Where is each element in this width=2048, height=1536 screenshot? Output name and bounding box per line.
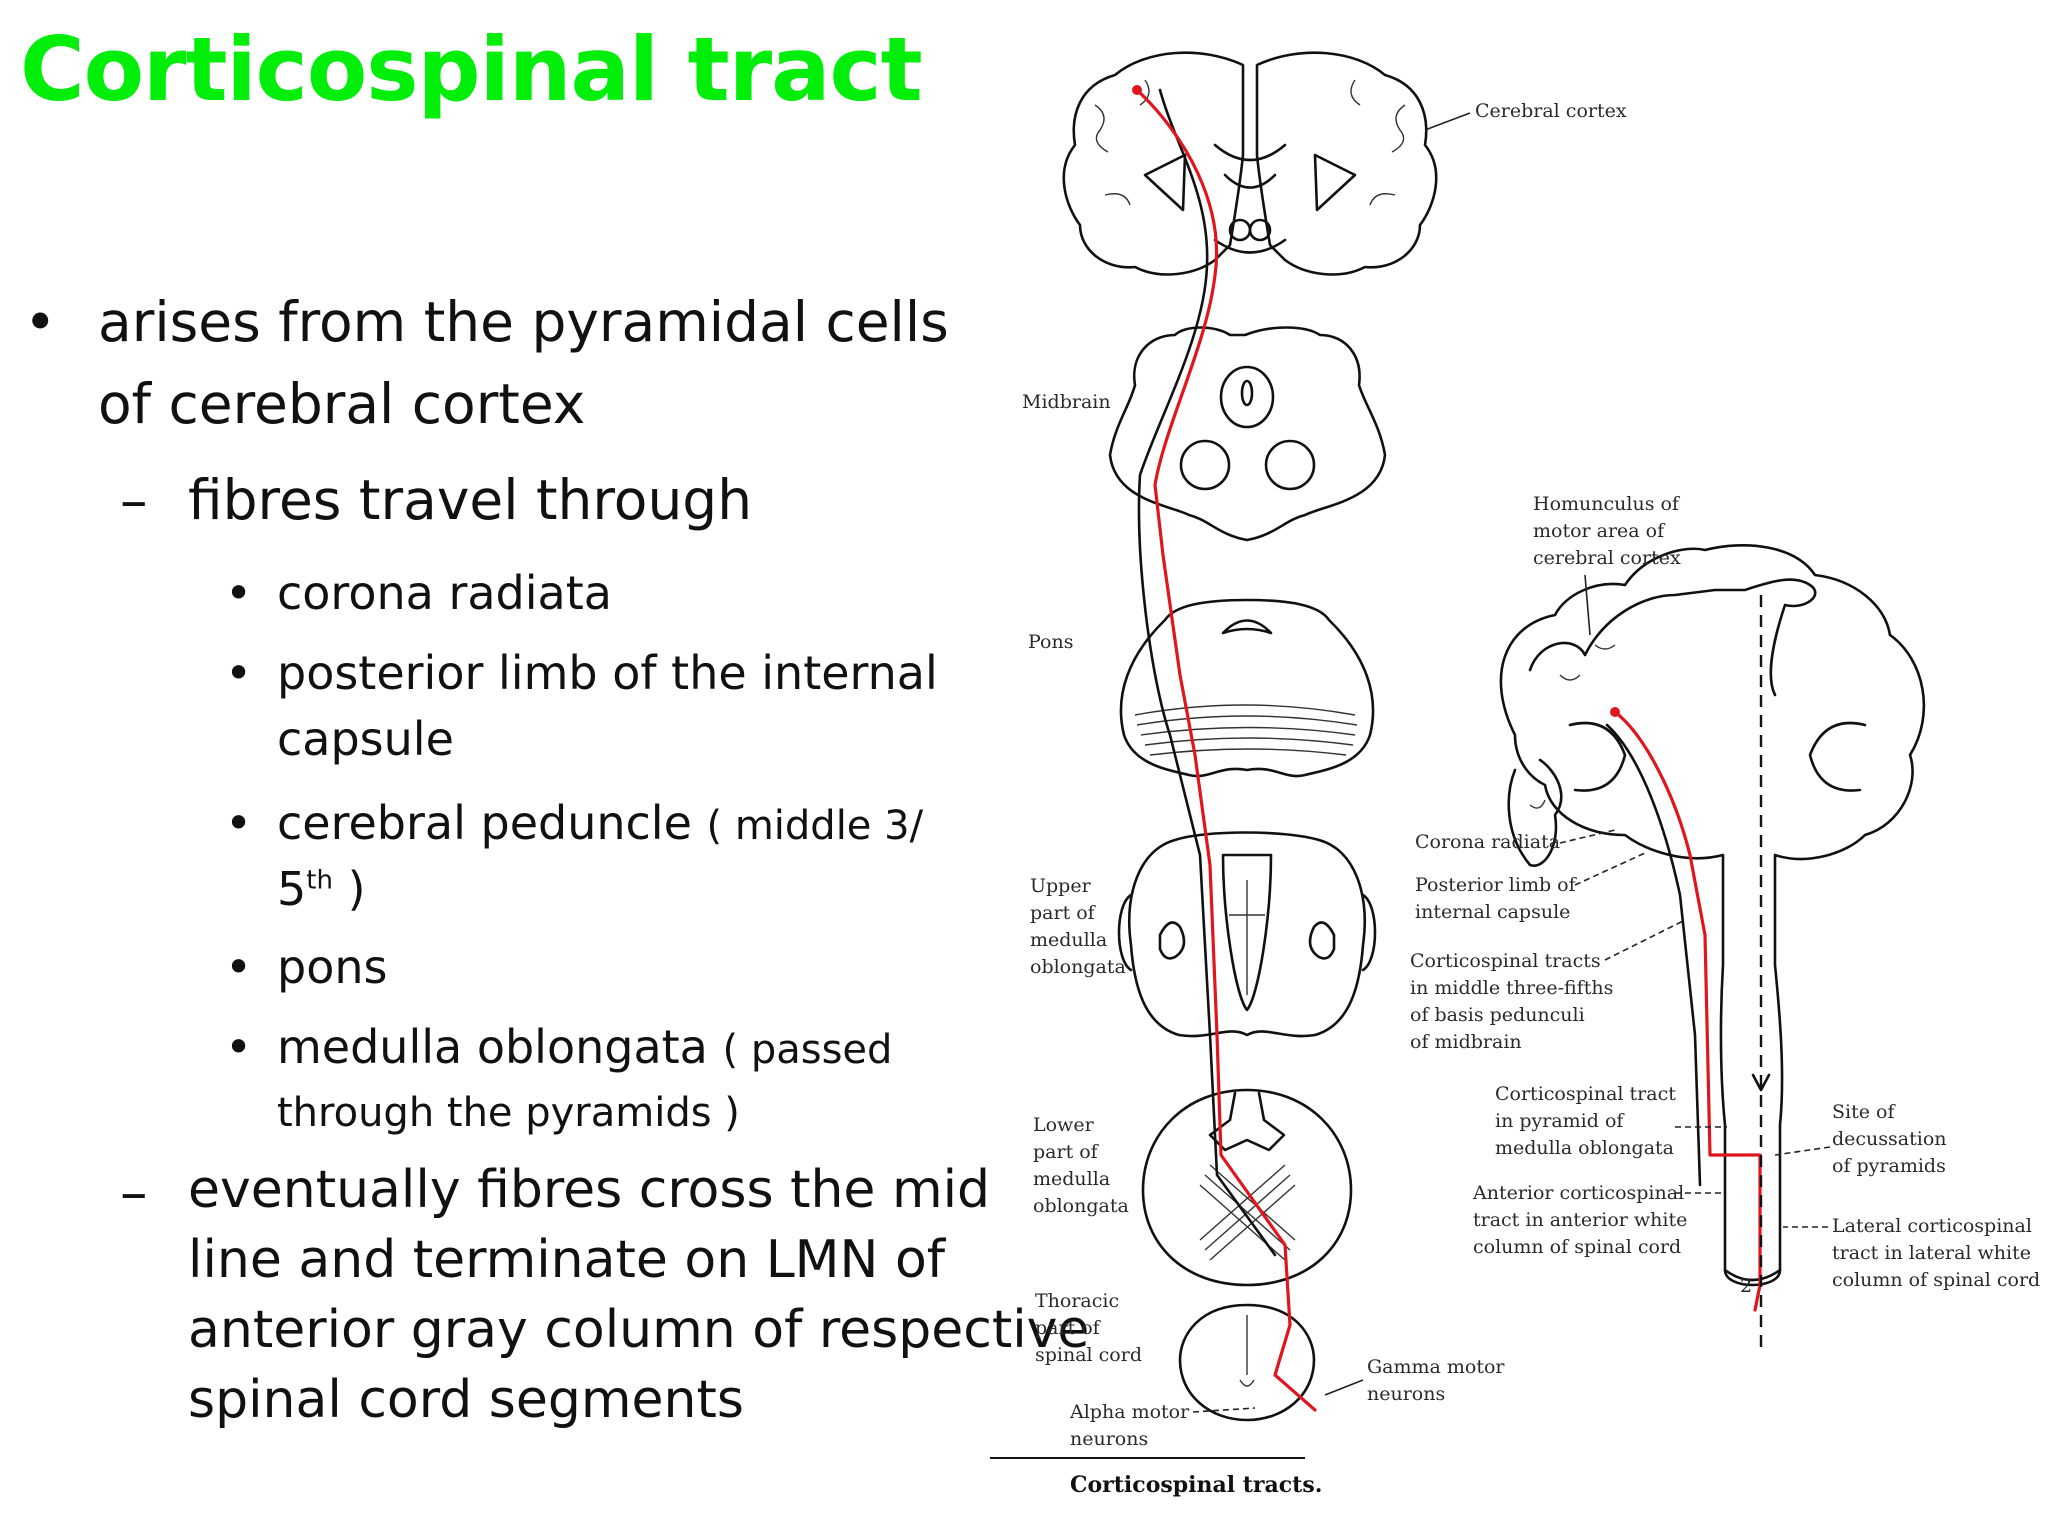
peduncle-main: cerebral peduncle (277, 796, 692, 850)
lower-medulla-section (1141, 1088, 1353, 1287)
bullet-marker: • (225, 646, 253, 700)
pyramidal-cell-dot (1132, 85, 1142, 95)
medulla-main: medulla oblongata (277, 1020, 708, 1074)
label-posterior-limb: Posterior limb of internal capsule (1415, 874, 1582, 923)
midline-arrow-icon (1751, 1073, 1771, 1092)
label-lateral-cst: Lateral corticospinal tract in lateral w… (1832, 1215, 2040, 1291)
sub-bullet-cross-line3: anterior gray column of respective (188, 1300, 1090, 1360)
peduncle-sup: th (306, 865, 333, 896)
cord-section-mark: 2 (1740, 1275, 1752, 1297)
right-brain-section: 2 (1499, 544, 1926, 1297)
label-midbrain: Midbrain (1022, 391, 1111, 413)
sub-bullet-cross-line4: spinal cord segments (188, 1370, 744, 1430)
dash-marker: – (120, 1160, 148, 1224)
left-pathway-outline (1137, 88, 1277, 1257)
right-pathway-outline (1605, 723, 1702, 1187)
label-alpha-motor: Alpha motor neurons (1069, 1401, 1195, 1450)
label-anterior-cst: Anterior corticospinal tract in anterior… (1472, 1182, 1693, 1258)
item-cerebral-peduncle-line2: 5th ) (277, 862, 366, 916)
leader-line (1424, 112, 1471, 131)
label-cst-pyramid: Corticospinal tract in pyramid of medull… (1495, 1083, 1682, 1159)
peduncle-close: ) (332, 862, 366, 916)
bullet-origin-line2: of cerebral cortex (98, 372, 586, 436)
item-medulla-line2: through the pyramids ) (277, 1090, 740, 1136)
item-corona-radiata: corona radiata (277, 566, 612, 620)
left-tract-red (1135, 88, 1317, 1412)
bullet-marker: • (225, 940, 253, 994)
upper-medulla-section (1117, 831, 1377, 1038)
cerebral-cortex-section (1062, 51, 1438, 276)
sub-bullet-cross-line1: eventually fibres cross the mid (188, 1160, 991, 1220)
label-decussation: Site of decussation of pyramids (1832, 1101, 1953, 1177)
bullet-marker: • (225, 1020, 253, 1074)
bullet-marker: • (225, 566, 253, 620)
right-tract-red (1613, 710, 1762, 1312)
thoracic-cord-section (1178, 1303, 1316, 1422)
peduncle-fraction: 5 (277, 862, 307, 916)
bullet-marker: • (24, 290, 57, 354)
pons-section (1119, 598, 1375, 778)
leader-line (1324, 1379, 1364, 1396)
slide-title: Corticospinal tract (20, 18, 923, 121)
medulla-note: ( passed (722, 1027, 893, 1073)
midbrain-section (1108, 326, 1387, 542)
label-corona-radiata: Corona radiata (1415, 831, 1560, 853)
label-homunculus: Homunculus of motor area of cerebral cor… (1533, 493, 1685, 569)
right-cell-dot (1610, 707, 1620, 717)
item-pons: pons (277, 940, 388, 994)
item-posterior-limb-line2: capsule (277, 712, 454, 766)
label-cst-midbrain: Corticospinal tracts in middle three-fif… (1410, 950, 1619, 1053)
dash-marker: – (120, 468, 148, 532)
leader-line (1584, 574, 1591, 636)
label-cerebral-cortex: Cerebral cortex (1475, 100, 1627, 122)
label-pons: Pons (1028, 631, 1073, 653)
label-lower-medulla: Lower part of medulla oblongata (1033, 1114, 1129, 1217)
leader-line (1774, 1146, 1831, 1156)
sub-bullet-travel: fibres travel through (188, 468, 753, 532)
leader-line (1574, 852, 1646, 886)
figure-caption: Corticospinal tracts. (1070, 1472, 1322, 1498)
homunculus-icon (1507, 578, 1817, 867)
leader-line (1192, 1407, 1256, 1413)
leader-line (1604, 919, 1686, 961)
peduncle-note: ( middle 3/ (706, 803, 924, 849)
label-gamma-motor: Gamma motor neurons (1367, 1356, 1511, 1405)
label-thoracic: Thoracic part of spinal cord (1035, 1290, 1142, 1366)
item-medulla: medulla oblongata ( passed (277, 1020, 892, 1074)
bullet-marker: • (225, 796, 253, 850)
leader-line (1559, 829, 1616, 844)
sub-bullet-cross-line2: line and terminate on LMN of (188, 1230, 946, 1290)
label-upper-medulla: Upper part of medulla oblongata (1030, 875, 1126, 978)
item-posterior-limb-line1: posterior limb of the internal (277, 646, 938, 700)
bullet-origin-line1: arises from the pyramidal cells (98, 290, 949, 354)
item-cerebral-peduncle: cerebral peduncle ( middle 3/ (277, 796, 923, 850)
corticospinal-diagram: Cerebral cortex Midbrain Pons Upper part… (990, 51, 2040, 1498)
